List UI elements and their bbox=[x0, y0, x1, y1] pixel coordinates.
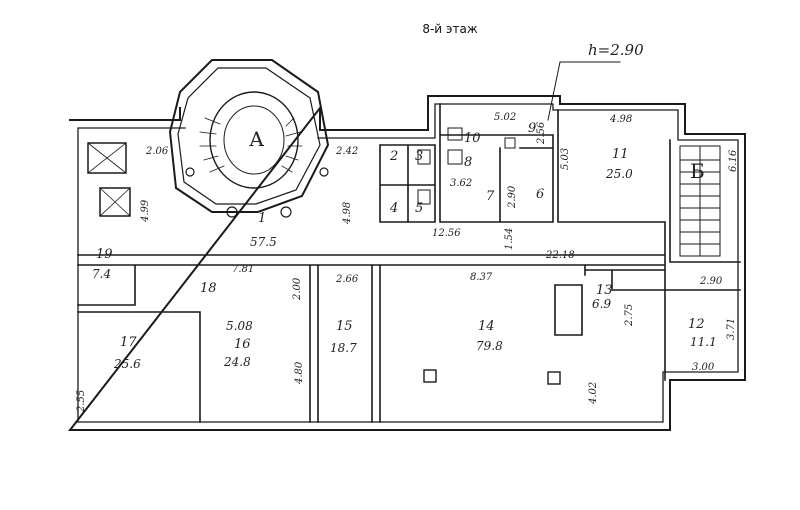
room-number: 8 bbox=[464, 155, 472, 170]
rotunda-stair-a bbox=[168, 59, 330, 218]
room-number: 17 bbox=[120, 335, 137, 350]
dimension: 7.81 bbox=[232, 264, 254, 275]
dimension: 4.98 bbox=[342, 202, 353, 225]
dimension: 1.54 bbox=[504, 228, 515, 250]
shaft-top bbox=[87, 142, 127, 174]
dimension: 2.06 bbox=[145, 146, 169, 157]
room-number: 6 bbox=[536, 187, 544, 202]
room-area: 18.7 bbox=[330, 341, 357, 355]
dimension: 4.98 bbox=[609, 114, 632, 125]
room-area: 7.4 bbox=[92, 267, 111, 281]
room-number: 4 bbox=[389, 201, 398, 216]
dimension: 2.00 bbox=[292, 277, 303, 301]
dimension: 4.99 bbox=[140, 199, 151, 223]
room-area: 11.1 bbox=[690, 335, 717, 349]
room-area: 25.6 bbox=[113, 357, 141, 371]
dimension: 8.37 bbox=[470, 272, 493, 283]
room-area: 25.0 bbox=[605, 167, 633, 181]
room-number: 14 bbox=[478, 319, 495, 334]
shaft-bottom bbox=[99, 187, 131, 217]
dimension: 2.90 bbox=[507, 185, 518, 209]
room-area: 6.9 bbox=[592, 297, 611, 311]
room-extra: 5.08 bbox=[226, 319, 253, 333]
stair-b bbox=[679, 145, 721, 257]
room-number: 7 bbox=[486, 189, 495, 204]
dimension: 4.02 bbox=[588, 382, 599, 405]
column bbox=[423, 369, 437, 383]
room-number: 5 bbox=[415, 201, 423, 216]
room-area: 24.8 bbox=[223, 355, 251, 369]
room-area: 57.5 bbox=[250, 235, 277, 249]
dimension: 2.75 bbox=[624, 304, 635, 327]
dimension: 5.02 bbox=[494, 112, 516, 123]
dimension: 12.56 bbox=[432, 228, 461, 239]
dimension: 2.55 bbox=[76, 390, 87, 413]
dimension: 3.00 bbox=[692, 362, 715, 373]
room-number: 16 bbox=[234, 337, 251, 352]
room-number: 19 bbox=[96, 247, 113, 262]
outer-wall-inner bbox=[77, 103, 739, 423]
room-number: 15 bbox=[336, 319, 353, 334]
dimension: 4.80 bbox=[294, 361, 305, 385]
column bbox=[547, 371, 561, 385]
room-number: 18 bbox=[200, 281, 217, 296]
outer-wall bbox=[67, 95, 746, 431]
dimension: 2.66 bbox=[335, 274, 359, 285]
ceiling-height: h=2.90 bbox=[588, 41, 644, 59]
room-number: 2 bbox=[389, 149, 398, 164]
dimension: 2.42 bbox=[335, 146, 358, 157]
room-number: 13 bbox=[596, 283, 613, 298]
dimension: 5.03 bbox=[560, 148, 571, 170]
room-number: 3 bbox=[415, 149, 423, 164]
dimension: 6.16 bbox=[728, 149, 739, 172]
stair-a-label: А bbox=[249, 127, 264, 151]
room-area: 79.8 bbox=[476, 339, 503, 353]
room-number: 1 bbox=[258, 211, 266, 226]
room-number: 12 bbox=[688, 317, 705, 332]
dimension: 3.71 bbox=[726, 318, 737, 340]
room-number: 11 bbox=[612, 147, 629, 162]
dimension: 2.90 bbox=[699, 276, 723, 287]
page-title: 8-й этаж bbox=[422, 22, 478, 36]
dimension: 2.56 bbox=[536, 121, 547, 145]
room-number: 9 bbox=[528, 121, 536, 136]
dimension: 22.18 bbox=[545, 250, 575, 261]
dimension: 3.62 bbox=[450, 178, 472, 189]
stair-b-label: Б bbox=[690, 159, 705, 183]
interior-walls bbox=[77, 103, 741, 423]
room-number: 10 bbox=[464, 131, 481, 146]
